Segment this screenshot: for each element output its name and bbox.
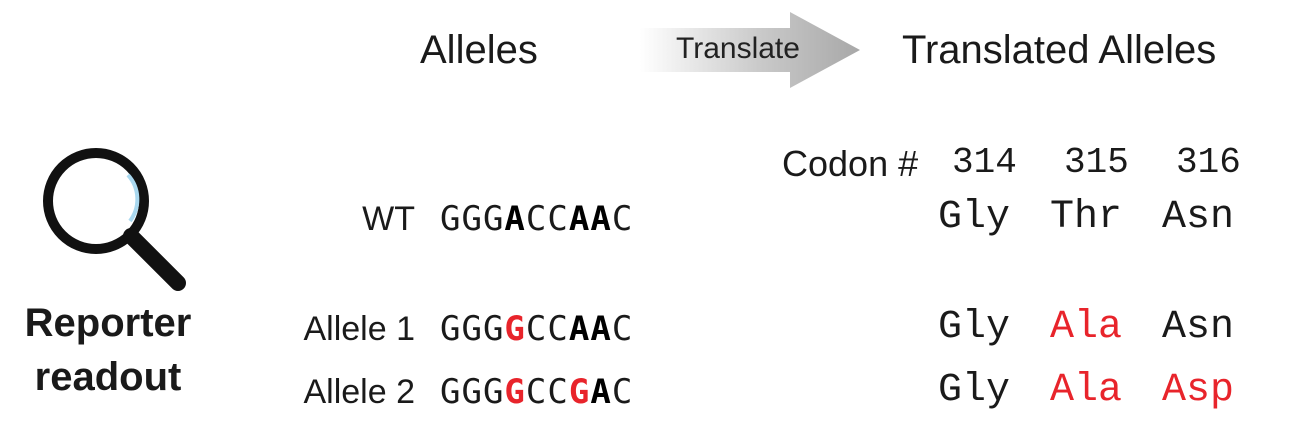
codon-numbers: 314 315 316: [952, 142, 1288, 183]
mutated-amino-acid: Ala: [1050, 368, 1123, 413]
codon-number: 315: [1064, 142, 1129, 183]
codon-number: 314: [952, 142, 1017, 183]
mutated-base: G: [568, 372, 591, 412]
amino-acid-row: Gly Ala Asp: [938, 368, 1274, 413]
allele-label: Allele 2: [303, 373, 415, 411]
allele-label: WT: [362, 200, 415, 238]
dna-sequence: GGGACCAAC: [440, 199, 633, 239]
amino-acid: Thr: [1050, 195, 1123, 240]
codon-label: Codon #: [782, 143, 919, 184]
sequence-segment: AA: [568, 309, 612, 349]
sequence-segment: GGG: [440, 372, 505, 412]
dna-sequence: GGGGCCGAC: [440, 372, 633, 412]
translate-arrow-icon: [640, 12, 860, 88]
mutated-amino-acid: Ala: [1050, 305, 1123, 350]
magnifier-icon: [43, 148, 186, 291]
translated-alleles-title: Translated Alleles: [902, 28, 1217, 72]
alleles-title: Alleles: [420, 28, 538, 72]
reporter-readout-label: Reporter readout: [8, 296, 208, 404]
amino-acid-row: Gly Thr Asn: [938, 195, 1274, 240]
sequence-segment: CC: [525, 199, 569, 239]
amino-acid: Gly: [938, 195, 1011, 240]
codon-number: 316: [1176, 142, 1241, 183]
allele-label: Allele 1: [303, 310, 415, 348]
sequence-segment: AA: [568, 199, 612, 239]
sequence-segment: A: [590, 372, 612, 412]
sequence-segment: C: [611, 372, 634, 412]
magnifier: [30, 135, 190, 295]
mutated-base: G: [504, 372, 526, 412]
mutated-amino-acid: Asp: [1162, 368, 1235, 413]
sequence-segment: GGG: [440, 309, 505, 349]
amino-acid: Gly: [938, 305, 1011, 350]
sequence-segment: GGG: [440, 199, 505, 239]
dna-sequence: GGGGCCAAC: [440, 309, 633, 349]
translate-arrow: Translate: [640, 10, 865, 90]
reporter-line2: readout: [34, 355, 182, 399]
amino-acid: Asn: [1162, 305, 1235, 350]
amino-acid: Gly: [938, 368, 1011, 413]
sequence-segment: CC: [525, 309, 569, 349]
mutated-base: G: [504, 309, 526, 349]
sequence-segment: C: [611, 309, 634, 349]
sequence-segment: A: [504, 199, 526, 239]
amino-acid: Asn: [1162, 195, 1235, 240]
sequence-segment: C: [611, 199, 634, 239]
amino-acid-row: Gly Ala Asn: [938, 305, 1274, 350]
sequence-segment: CC: [525, 372, 569, 412]
reporter-line1: Reporter: [24, 301, 192, 345]
translate-label: Translate: [676, 32, 800, 65]
